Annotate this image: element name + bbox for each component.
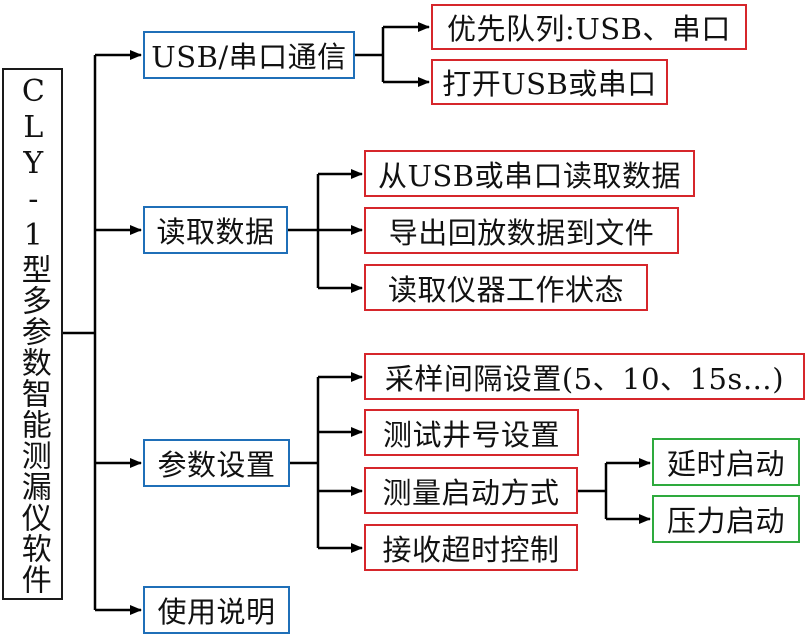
node-sampling-interval: 采样间隔设置(5、10、15s…) xyxy=(364,353,805,400)
node-read-data: 读取数据 xyxy=(143,206,288,254)
node-label: 延时启动 xyxy=(666,447,785,481)
node-delay-start: 延时启动 xyxy=(652,438,800,486)
node-priority-queue: 优先队列:USB、串口 xyxy=(431,4,747,50)
node-export-playback-data: 导出回放数据到文件 xyxy=(364,207,679,254)
node-label: 接收超时控制 xyxy=(382,532,560,567)
node-well-number-setting: 测试井号设置 xyxy=(364,409,579,456)
node-receive-timeout-control: 接收超时控制 xyxy=(364,524,578,571)
node-label: 从USB或串口读取数据 xyxy=(377,158,682,193)
node-label: 压力启动 xyxy=(666,504,785,538)
node-open-usb-serial: 打开USB或串口 xyxy=(431,59,668,105)
root-label: CLY-1型多参数智能测漏仪软件 xyxy=(15,73,51,595)
node-read-instrument-status: 读取仪器工作状态 xyxy=(364,264,648,311)
node-label: 参数设置 xyxy=(157,448,276,482)
node-read-from-usb-serial: 从USB或串口读取数据 xyxy=(364,150,695,197)
node-pressure-start: 压力启动 xyxy=(652,495,800,543)
node-instructions: 使用说明 xyxy=(143,586,290,634)
node-label: 使用说明 xyxy=(157,595,276,629)
node-label: 读取仪器工作状态 xyxy=(387,272,624,307)
node-label: USB/串口通信 xyxy=(151,40,347,74)
node-label: 读取数据 xyxy=(156,215,275,249)
node-measurement-start-mode: 测量启动方式 xyxy=(364,467,578,514)
node-parameter-settings: 参数设置 xyxy=(143,439,290,487)
root-node: CLY-1型多参数智能测漏仪软件 xyxy=(2,68,63,600)
node-label: 测量启动方式 xyxy=(382,475,560,510)
node-label: 采样间隔设置(5、10、15s…) xyxy=(384,361,785,396)
node-usb-serial-comm: USB/串口通信 xyxy=(143,31,355,79)
node-label: 优先队列:USB、串口 xyxy=(447,12,731,46)
node-label: 导出回放数据到文件 xyxy=(388,215,655,250)
node-label: 测试井号设置 xyxy=(382,417,560,452)
node-label: 打开USB或串口 xyxy=(442,67,657,101)
